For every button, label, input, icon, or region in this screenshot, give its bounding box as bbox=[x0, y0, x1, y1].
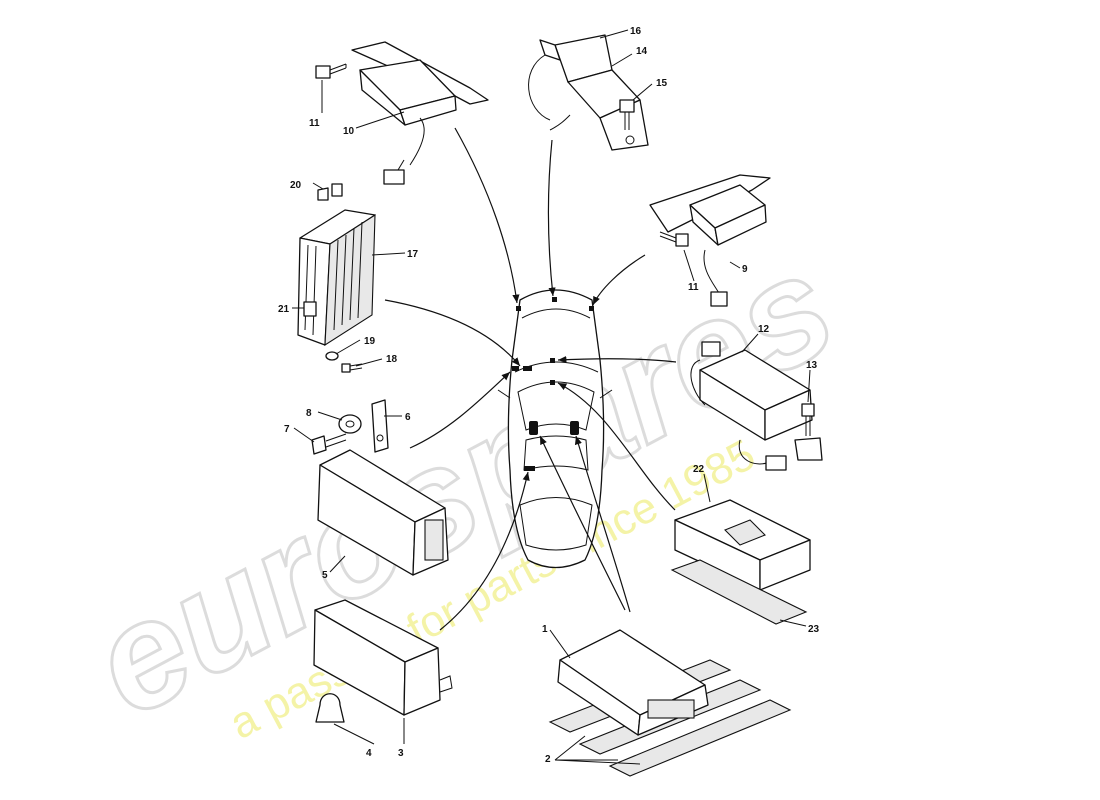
callout-22: 22 bbox=[693, 464, 705, 475]
part-13-bolt bbox=[801, 403, 815, 436]
part-7-bolt bbox=[311, 433, 347, 455]
part-6-bracket bbox=[371, 399, 389, 453]
callout-3: 3 bbox=[398, 748, 404, 759]
callout-1: 1 bbox=[542, 624, 548, 635]
part-5-module bbox=[317, 449, 449, 576]
car-seat-marker-right bbox=[570, 421, 579, 435]
part-1-ecu bbox=[557, 629, 709, 736]
callout-11-right: 11 bbox=[688, 282, 699, 293]
part-23-pad bbox=[670, 559, 808, 625]
part-11-bolt-right bbox=[659, 231, 689, 247]
callout-labels: 1 2 3 4 5 6 7 8 9 10 11 11 12 13 14 15 1… bbox=[278, 26, 820, 765]
part-14-sensor bbox=[528, 34, 649, 151]
part-9-sensor bbox=[649, 174, 771, 307]
callout-15: 15 bbox=[656, 78, 668, 89]
callout-9: 9 bbox=[742, 264, 748, 275]
callout-12: 12 bbox=[758, 324, 770, 335]
part-12-module bbox=[690, 341, 823, 471]
callout-23: 23 bbox=[808, 624, 820, 635]
callout-20: 20 bbox=[290, 180, 302, 191]
callout-4: 4 bbox=[366, 748, 372, 759]
callout-7: 7 bbox=[284, 424, 290, 435]
part-18-19-screw-washer bbox=[325, 351, 363, 373]
car-seat-marker-left bbox=[529, 421, 538, 435]
leader-lines bbox=[292, 29, 811, 765]
callout-17: 17 bbox=[407, 249, 419, 260]
part-4-clamp bbox=[315, 693, 345, 723]
callout-2: 2 bbox=[545, 754, 551, 765]
callout-18: 18 bbox=[386, 354, 398, 365]
callout-8: 8 bbox=[306, 408, 312, 419]
part-11-bolt bbox=[315, 63, 347, 79]
callout-5: 5 bbox=[322, 570, 328, 581]
part-10-sensor bbox=[351, 41, 489, 185]
callout-14: 14 bbox=[636, 46, 648, 57]
part-22-module bbox=[674, 499, 811, 591]
callout-6: 6 bbox=[405, 412, 411, 423]
part-3-module bbox=[313, 599, 453, 716]
connection-arrows bbox=[384, 127, 677, 631]
part-8-washer bbox=[338, 414, 362, 434]
callout-19: 19 bbox=[364, 336, 376, 347]
part-17-amplifier bbox=[297, 209, 376, 347]
part-15-bolt bbox=[619, 99, 635, 130]
callout-11-left: 11 bbox=[309, 118, 320, 129]
callout-21: 21 bbox=[278, 304, 290, 315]
callout-10: 10 bbox=[343, 126, 355, 137]
watermark: eurospares a passion for parts since 198… bbox=[65, 219, 861, 750]
callout-16: 16 bbox=[630, 26, 642, 37]
callout-13: 13 bbox=[806, 360, 818, 371]
part-20-clips bbox=[317, 183, 343, 201]
